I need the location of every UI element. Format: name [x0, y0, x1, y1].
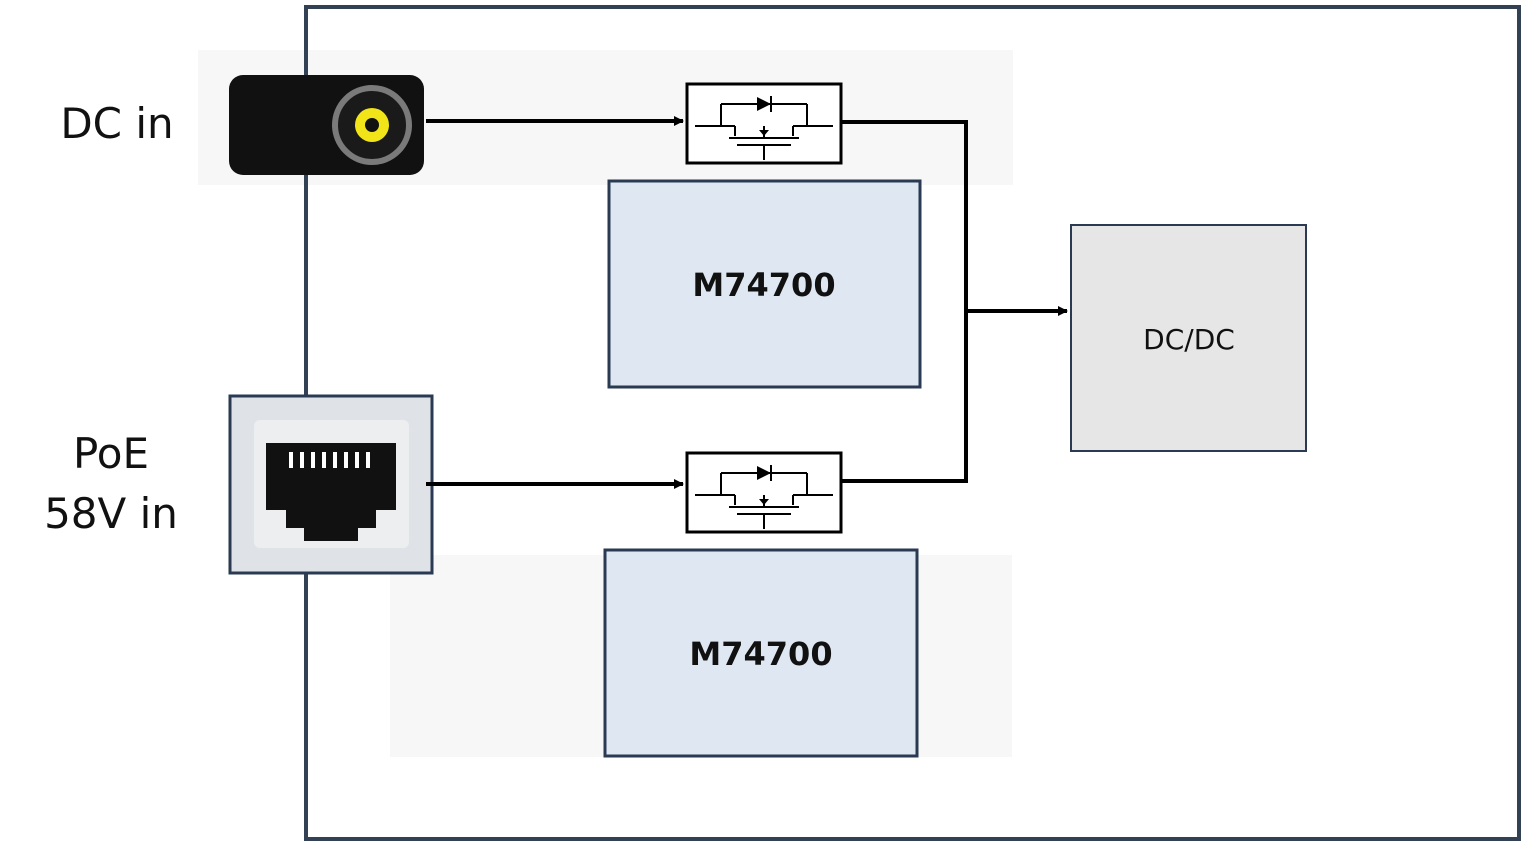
dcdc-converter-block: DC/DC: [1070, 224, 1307, 452]
controller-block-2: M74700: [603, 548, 919, 758]
mosfet-switch-icon: [685, 82, 843, 165]
controller-label: M74700: [689, 635, 832, 673]
dcdc-label: DC/DC: [1143, 323, 1235, 356]
rj45-ethernet-port-icon: [228, 394, 434, 575]
controller-label: M74700: [692, 266, 835, 304]
poe-label-line1: PoE: [73, 429, 149, 478]
controller-block-1: M74700: [607, 179, 922, 389]
barrel-jack-icon: [229, 75, 424, 175]
mosfet-switch-icon: [685, 451, 843, 534]
dc-in-label: DC in: [60, 99, 173, 148]
poe-label-line2: 58V in: [44, 489, 178, 538]
output-bus-wire: [841, 120, 968, 483]
